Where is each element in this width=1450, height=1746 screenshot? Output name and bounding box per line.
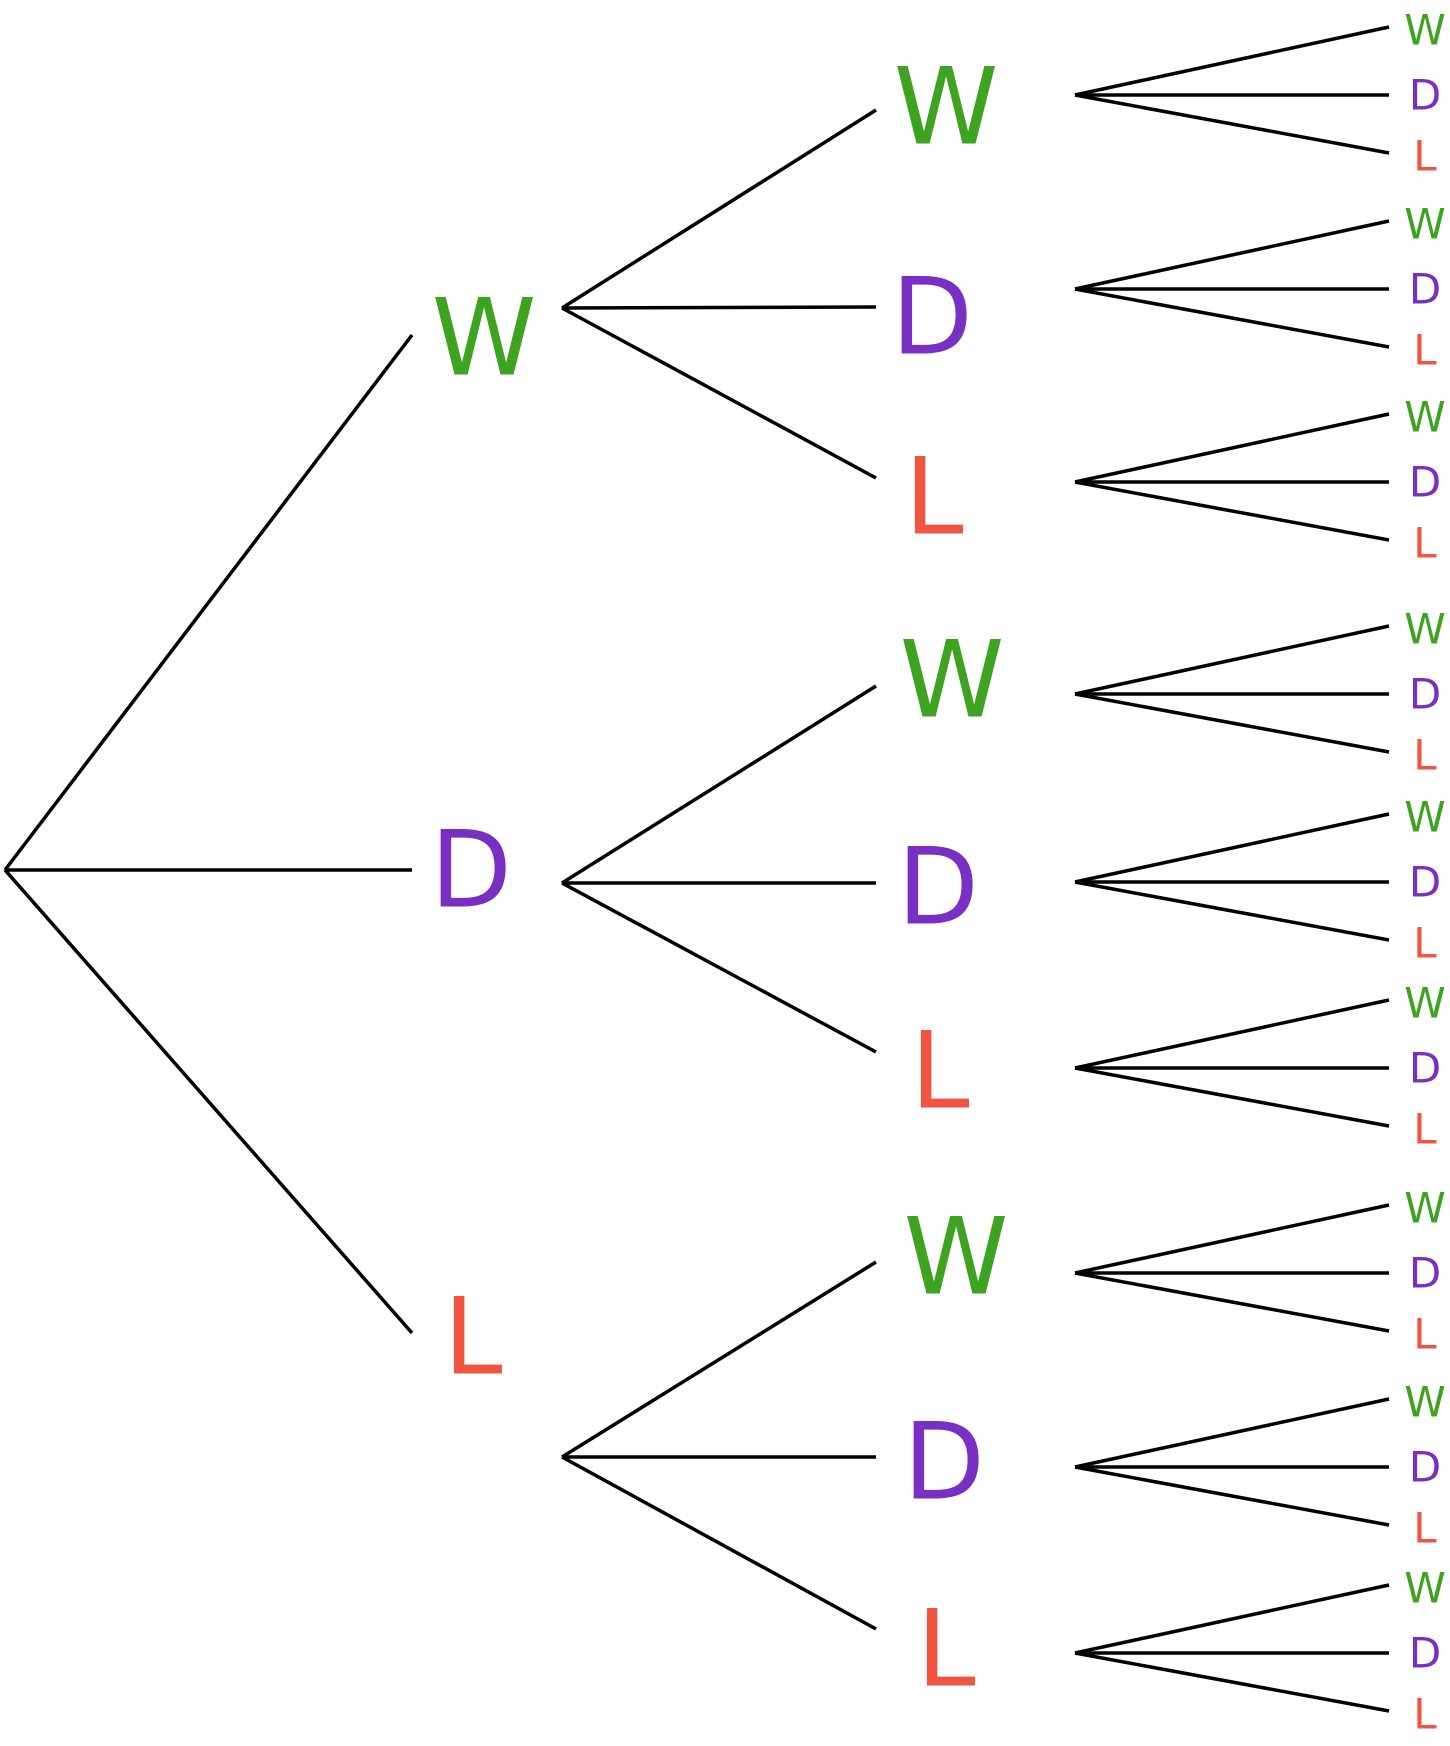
- node-w-d-d: D: [1409, 265, 1441, 314]
- node-d-w: W: [900, 619, 1005, 742]
- branch-w-w: [561, 108, 877, 310]
- node-w-l-w: W: [1404, 393, 1446, 442]
- node-d-d: D: [897, 826, 979, 949]
- node-l-w: W: [904, 1196, 1009, 1319]
- branch-w-d: [561, 305, 877, 310]
- branch-w-w-l: [1074, 93, 1390, 155]
- branch-w-l-l: [1074, 480, 1390, 542]
- node-l-w-w: W: [1404, 1184, 1446, 1233]
- node-l-w-d: D: [1409, 1249, 1441, 1298]
- node-d-w-w: W: [1404, 605, 1446, 654]
- branch-l-d-l: [1074, 1465, 1390, 1527]
- node-w: W: [432, 277, 537, 400]
- branch-w-d-l: [1074, 287, 1390, 349]
- branch-w-l: [561, 306, 877, 480]
- node-w-w-w: W: [1404, 6, 1446, 55]
- node-l-l-w: W: [1404, 1564, 1446, 1613]
- branch-d-l-w: [1074, 998, 1390, 1070]
- node-w-l: L: [904, 436, 963, 559]
- node-w-w: W: [894, 46, 999, 169]
- node-l-l: L: [916, 1588, 975, 1711]
- node-w-w-l: L: [1413, 132, 1437, 181]
- node-l-l-d: D: [1409, 1629, 1441, 1678]
- node-w-d-l: L: [1413, 326, 1437, 375]
- tree-branches: [3, 25, 1390, 1713]
- node-l: L: [443, 1276, 502, 1399]
- node-d: D: [430, 809, 512, 932]
- branch-w-w-w: [1074, 25, 1390, 97]
- node-l-l-l: L: [1413, 1690, 1437, 1739]
- node-w-l-l: L: [1413, 519, 1437, 568]
- node-d-d-d: D: [1409, 858, 1441, 907]
- branch-d-w-w: [1074, 624, 1390, 696]
- branch-d-l: [561, 881, 877, 1054]
- node-d-w-d: D: [1409, 670, 1441, 719]
- node-d-d-l: L: [1413, 919, 1437, 968]
- branch-l-w-l: [1074, 1271, 1390, 1333]
- branch-l-w-w: [1074, 1203, 1390, 1275]
- node-w-d-w: W: [1404, 200, 1446, 249]
- branch-l-l-w: [1074, 1583, 1390, 1655]
- node-l-d-w: W: [1404, 1378, 1446, 1427]
- branch-d-w: [561, 684, 877, 885]
- branch-w-d-w: [1074, 219, 1390, 291]
- node-l-d-l: L: [1413, 1504, 1437, 1553]
- node-d-l-d: D: [1409, 1044, 1441, 1093]
- branch-l-l: [561, 1455, 877, 1631]
- branch-d-d-l: [1074, 880, 1390, 942]
- node-w-d: D: [891, 256, 973, 379]
- branch-root-w: [3, 333, 414, 872]
- node-w-w-d: D: [1409, 71, 1441, 120]
- node-l-d-d: D: [1409, 1443, 1441, 1492]
- node-l-d: D: [903, 1401, 985, 1524]
- node-d-d-w: W: [1404, 793, 1446, 842]
- branch-d-w-l: [1074, 692, 1390, 754]
- node-d-l-w: W: [1404, 979, 1446, 1028]
- branch-d-d-w: [1074, 812, 1390, 884]
- branch-l-d-w: [1074, 1397, 1390, 1469]
- branch-l-l-l: [1074, 1651, 1390, 1713]
- node-d-l-l: L: [1413, 1105, 1437, 1154]
- branch-w-l-w: [1074, 412, 1390, 484]
- branch-d-l-l: [1074, 1066, 1390, 1128]
- node-l-w-l: L: [1413, 1310, 1437, 1359]
- branch-l-w: [561, 1260, 877, 1459]
- branch-root-l: [3, 868, 414, 1335]
- node-d-l: L: [910, 1010, 969, 1133]
- node-d-w-l: L: [1413, 731, 1437, 780]
- node-w-l-d: D: [1409, 458, 1441, 507]
